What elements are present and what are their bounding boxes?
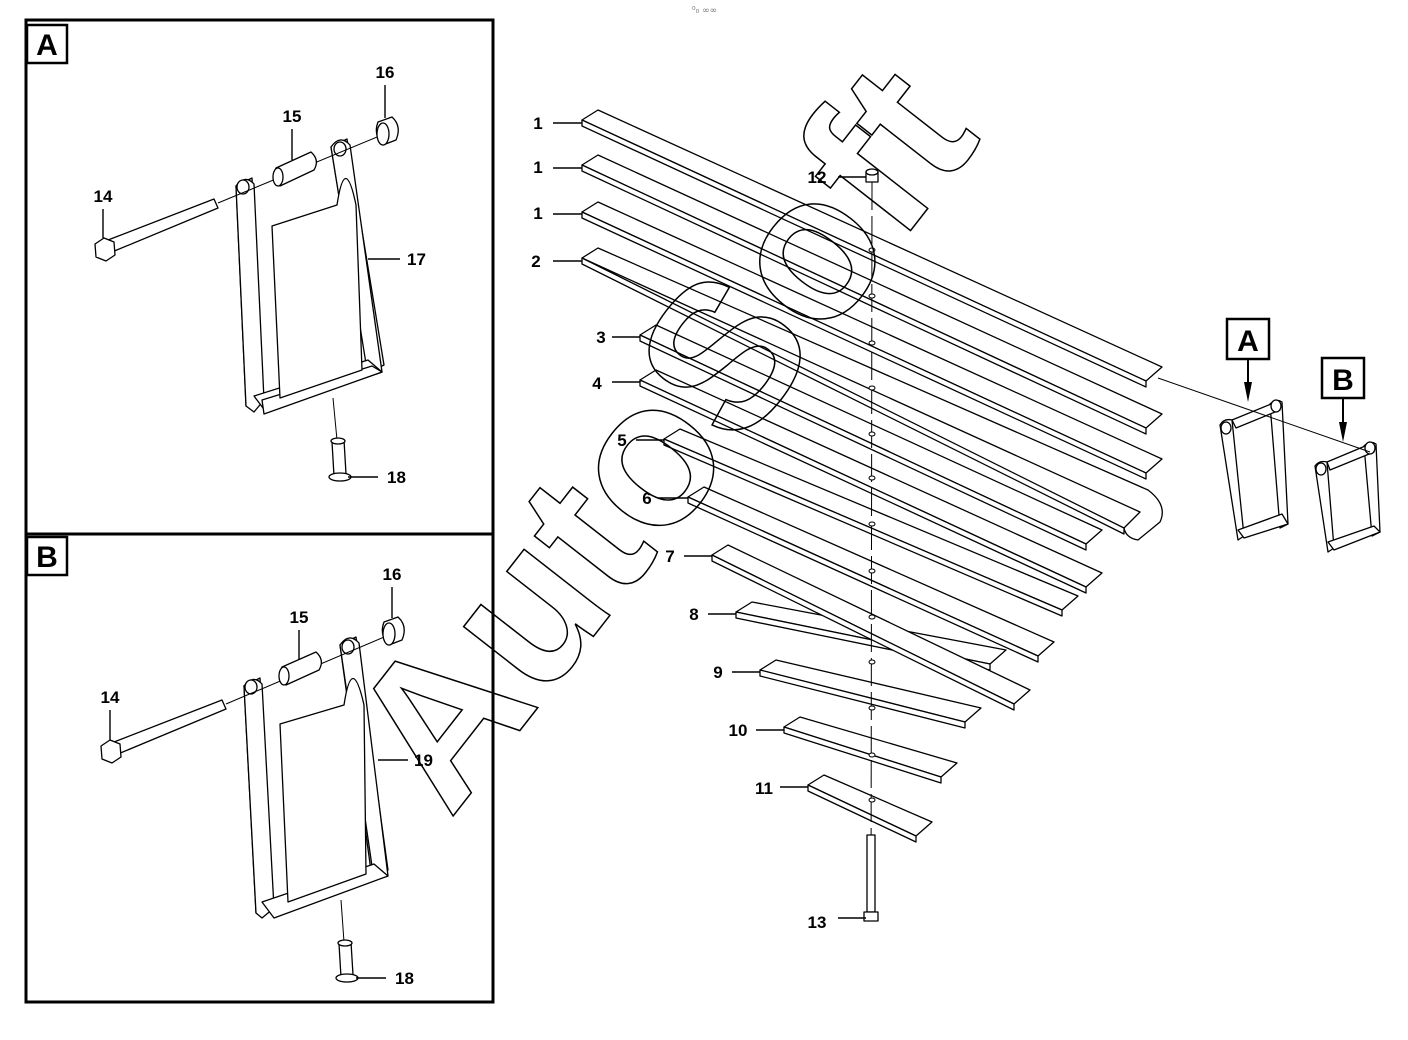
callout-18: 18 (387, 468, 406, 487)
rear-shackle-a (1219, 399, 1289, 541)
callout-14: 14 (94, 187, 113, 206)
bolt-b (100, 634, 390, 764)
callout-leaf-1c: 1 (533, 204, 542, 223)
callout-leaf-4: 4 (592, 374, 602, 393)
leaf-2 (581, 247, 1163, 541)
callout-leaf-7: 7 (665, 547, 674, 566)
callout-16b: 16 (383, 565, 402, 584)
detail-b-label: B (1332, 364, 1354, 397)
leaf-5 (663, 428, 1079, 617)
bushing-a (272, 151, 318, 187)
callout-leaf-2: 2 (531, 252, 540, 271)
callout-leaf-1b: 1 (533, 158, 542, 177)
center-bolt (863, 834, 879, 922)
callout-17: 17 (407, 250, 426, 269)
panel-a-label: A (36, 29, 58, 62)
leaf-spring-stack: A B 1 1 1 2 3 4 5 6 (531, 109, 1381, 932)
detail-marker-a: A (1225, 317, 1271, 402)
nut-a (375, 116, 399, 146)
center-nut (865, 168, 879, 183)
detail-marker-b: B (1320, 356, 1366, 442)
callout-leaf-3: 3 (596, 328, 605, 347)
callout-14b: 14 (101, 688, 120, 707)
pin-a (328, 397, 352, 482)
leaf-10 (783, 716, 958, 784)
panel-a: A (24, 18, 495, 536)
panel-b-label: B (36, 541, 58, 574)
callout-16: 16 (376, 63, 395, 82)
callout-leaf-9: 9 (713, 663, 722, 682)
callout-leaf-5: 5 (617, 431, 626, 450)
toolbar-mark: ⁰₀ ∞∞ (692, 6, 717, 16)
callout-12: 12 (808, 168, 827, 187)
callout-15: 15 (283, 107, 302, 126)
pin-b (335, 899, 359, 983)
leaf-1a (581, 109, 1163, 388)
leaf-9 (759, 659, 982, 729)
rear-shackle-b (1314, 441, 1381, 553)
callout-leaf-10: 10 (729, 721, 748, 740)
callout-15b: 15 (290, 608, 309, 627)
callout-leaf-1a: 1 (533, 114, 542, 133)
shackle-b (243, 636, 389, 919)
bushing-b (278, 651, 323, 686)
panel-b: B 16 (24, 532, 495, 1004)
callout-19: 19 (414, 751, 433, 770)
callout-leaf-11: 11 (755, 779, 773, 798)
shackle-a (235, 138, 385, 415)
nut-b (381, 616, 405, 646)
callout-leaf-8: 8 (689, 605, 698, 624)
callout-18b: 18 (395, 969, 414, 988)
leaf-11 (807, 774, 933, 843)
leaf-callouts: 1 1 1 2 3 4 5 6 7 8 9 10 11 12 (531, 114, 866, 932)
center-holes (868, 247, 876, 803)
callout-leaf-6: 6 (642, 489, 651, 508)
detail-a-label: A (1237, 325, 1259, 358)
callout-13: 13 (808, 913, 827, 932)
